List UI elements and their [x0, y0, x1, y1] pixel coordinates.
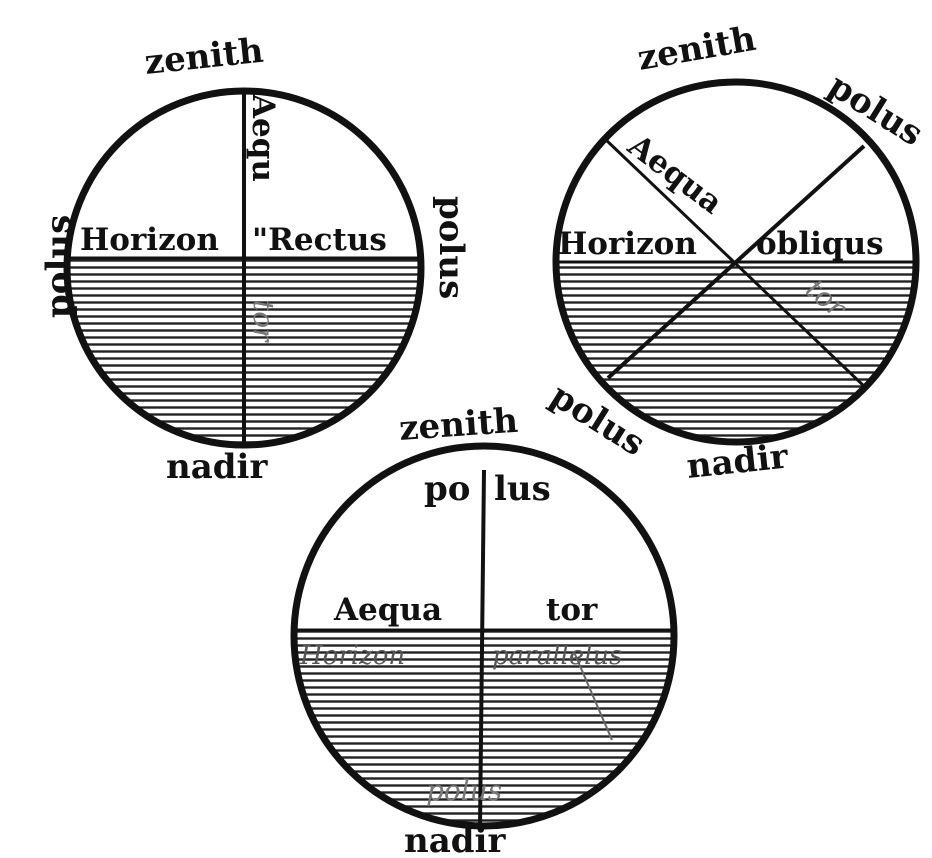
obliqus-label: obliqus — [756, 226, 884, 262]
polus-right-label: polus — [431, 196, 471, 299]
zenith-label: zenith — [635, 19, 759, 79]
zenith-label: zenith — [398, 401, 520, 449]
aequator-label: Aequ — [245, 93, 281, 182]
sphere-parallela: zenith po lus Aequa tor Horizon parallel… — [290, 401, 680, 858]
rectus-label: "Rectus — [252, 222, 387, 258]
aequa-label: Aequa — [333, 592, 442, 628]
nadir-label: nadir — [166, 447, 268, 487]
horizon-faint-label: Horizon — [299, 641, 405, 671]
polus-left-label: polus — [39, 215, 79, 318]
tor-label: tor — [546, 592, 598, 628]
polus-bottom-faint-label: polus — [426, 774, 502, 807]
parallelus-faint-label: parallelus — [492, 641, 623, 671]
polus-lus-label: lus — [494, 469, 551, 509]
nadir-label: nadir — [685, 436, 791, 486]
polus-po-label: po — [424, 469, 470, 509]
tor-faint-label: tor — [247, 300, 280, 343]
sphere-obliqua: zenith polus Aequa Horizon obliqus tor p… — [543, 19, 930, 487]
horizon-label: Horizon — [80, 222, 219, 258]
nadir-label: nadir — [404, 821, 506, 858]
horizon-label: Horizon — [558, 226, 697, 262]
zenith-label: zenith — [143, 31, 266, 83]
